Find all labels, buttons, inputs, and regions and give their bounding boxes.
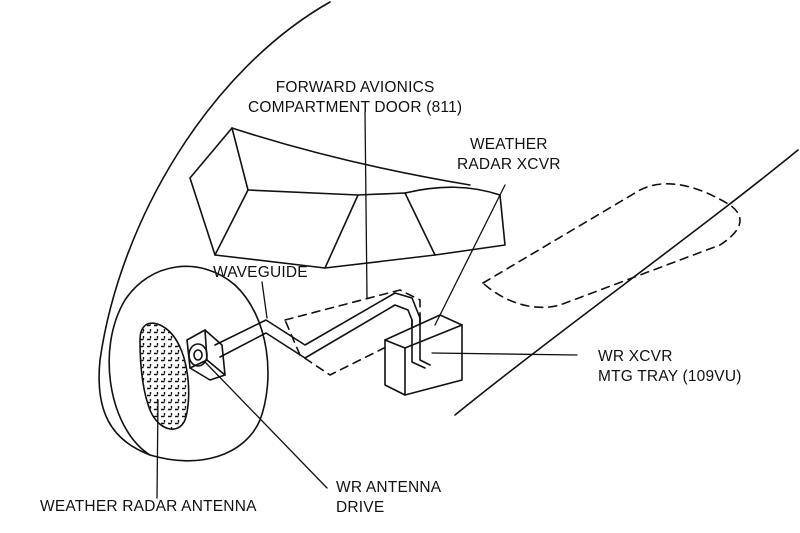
label-forward-avionics-door-line2: COMPARTMENT DOOR (811)	[248, 99, 463, 116]
weather-radar-antenna	[139, 322, 190, 430]
label-weather-radar-xcvr-line1: WEATHER	[469, 136, 548, 153]
leader-mtg-tray	[431, 352, 578, 356]
leader-avionics-door	[364, 111, 368, 299]
leader-radar-xcvr	[434, 184, 506, 326]
label-antenna-drive: WR ANTENNA DRIVE	[336, 478, 441, 518]
label-mtg-tray: WR XCVR MTG TRAY (109VU)	[598, 347, 742, 387]
leader-antenna	[156, 399, 159, 499]
fuselage-lower-contour	[454, 149, 799, 416]
label-waveguide: WAVEGUIDE	[213, 263, 308, 283]
label-waveguide-line1: WAVEGUIDE	[213, 264, 308, 281]
label-forward-avionics-door: FORWARD AVIONICS COMPARTMENT DOOR (811)	[248, 78, 462, 118]
label-antenna-drive-line1: WR ANTENNA	[336, 479, 442, 496]
fuselage-access-door-dashed	[482, 183, 741, 309]
label-weather-radar-xcvr-line2: RADAR XCVR	[457, 156, 561, 173]
weather-radar-xcvr-box	[384, 314, 463, 396]
fuselage-outline	[98, 1, 331, 456]
radome-bulkhead	[108, 265, 269, 462]
label-weather-radar-antenna-line1: WEATHER RADAR ANTENNA	[40, 498, 257, 515]
leader-waveguide	[261, 281, 268, 319]
label-mtg-tray-line2: MTG TRAY (109VU)	[598, 368, 742, 385]
label-weather-radar-xcvr: WEATHER RADAR XCVR	[457, 135, 561, 175]
label-forward-avionics-door-line1: FORWARD AVIONICS	[275, 79, 435, 96]
antenna-drive-unit	[186, 329, 226, 381]
waveguide-tube-end	[411, 317, 431, 369]
label-mtg-tray-line1: WR XCVR	[598, 348, 673, 365]
label-weather-radar-antenna: WEATHER RADAR ANTENNA	[40, 497, 257, 517]
cockpit-windows	[189, 127, 506, 269]
leader-lines	[156, 111, 578, 499]
label-antenna-drive-line2: DRIVE	[336, 499, 385, 516]
leader-antenna-drive	[204, 361, 328, 489]
